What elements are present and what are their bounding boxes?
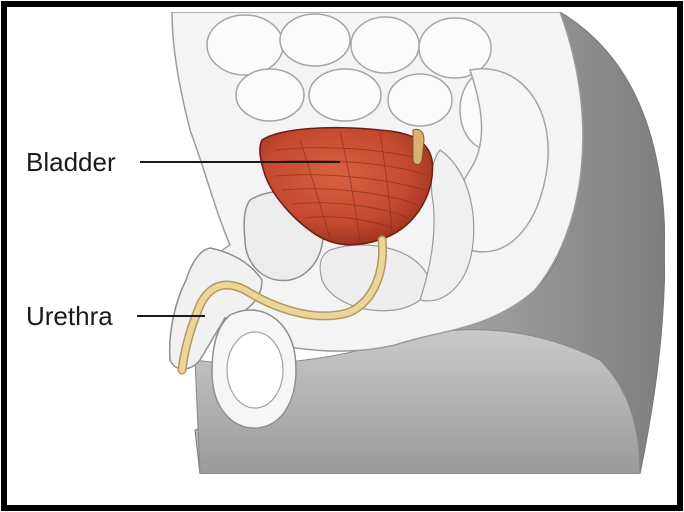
bladder-label: Bladder <box>26 147 116 177</box>
urethra-label: Urethra <box>26 301 113 331</box>
testicle <box>227 332 283 408</box>
